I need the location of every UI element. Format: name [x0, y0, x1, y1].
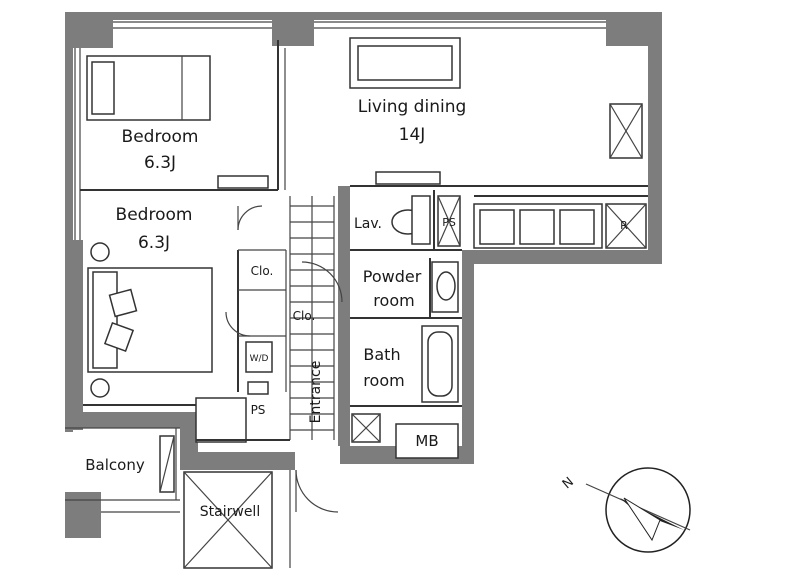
- living-size: 14J: [399, 125, 426, 145]
- stairs: [289, 196, 335, 440]
- compass: N: [560, 467, 691, 553]
- washer-dryer-label: W/D: [250, 354, 269, 364]
- bath-room-line1: Bath: [363, 345, 400, 364]
- closet-2-label: Clo.: [293, 309, 316, 323]
- compass-ring: [605, 467, 691, 553]
- powder-room-line2: room: [373, 291, 414, 310]
- washer-dryer: [245, 341, 273, 373]
- bath-room-line2: room: [363, 371, 404, 390]
- meter-box-label: MB: [415, 432, 438, 450]
- entrance-label: Entrance: [308, 361, 324, 424]
- bedroom-1-size: 6.3J: [144, 153, 176, 173]
- room-labels: Bedroom 6.3J Living dining 14J Bedroom 6…: [85, 97, 628, 520]
- pipe-space-1-label: PS: [442, 216, 456, 229]
- interior-partitions: [65, 21, 648, 569]
- balcony-label: Balcony: [85, 456, 145, 474]
- meter-box: [395, 423, 459, 459]
- compass-north-label: N: [560, 475, 577, 493]
- powder-room-line1: Powder: [363, 267, 422, 286]
- bedroom-2-size: 6.3J: [138, 233, 170, 253]
- lavatory-label: Lav.: [354, 216, 382, 232]
- bedroom-1-name: Bedroom: [122, 127, 199, 147]
- pipe-space-2-label: PS: [251, 403, 266, 417]
- refrigerator-label: R: [620, 219, 628, 232]
- closet-1-label: Clo.: [251, 264, 274, 278]
- stairwell-label: Stairwell: [200, 504, 260, 520]
- doors: [225, 205, 343, 513]
- bedroom-2-name: Bedroom: [116, 205, 193, 225]
- fixtures: [86, 37, 647, 493]
- walls: [65, 12, 662, 538]
- living-name: Living dining: [358, 97, 467, 117]
